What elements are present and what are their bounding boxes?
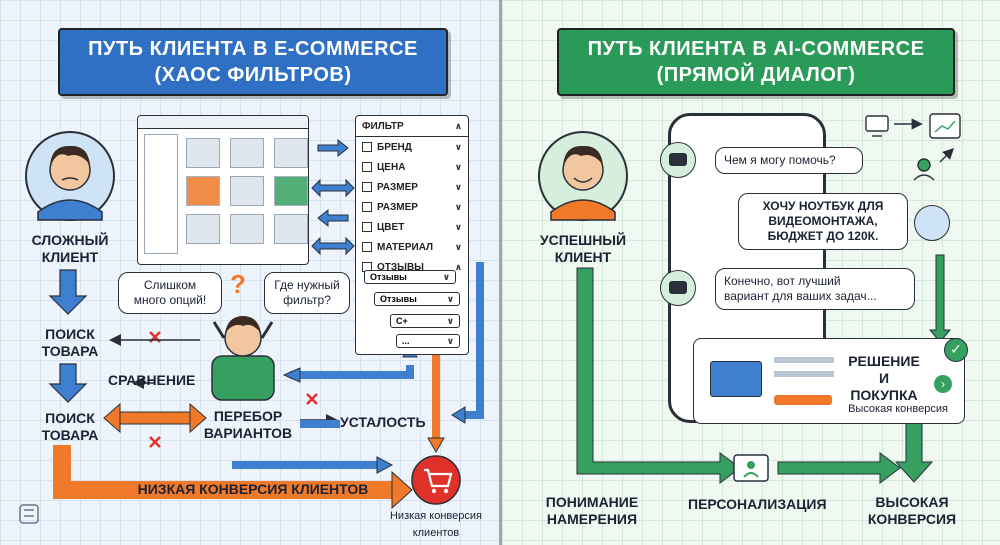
panel-divider xyxy=(499,0,502,545)
product-tile xyxy=(186,214,220,244)
too-many-options-bubble: Слишком много опций! xyxy=(118,272,222,314)
user-message: ХОЧУ НОУТБУК ДЛЯ ВИДЕОМОНТАЖА, БЮДЖЕТ ДО… xyxy=(738,193,908,250)
logo-icon xyxy=(19,504,39,524)
purchase-card[interactable]: РЕШЕНИЕ И ПОКУПКА › Высокая конверсия xyxy=(693,338,965,424)
product-tile xyxy=(274,214,308,244)
chevron-down-icon: ∨ xyxy=(454,221,462,232)
card-title: РЕШЕНИЕ И ПОКУПКА xyxy=(848,353,920,403)
shopping-cart-icon xyxy=(411,455,461,505)
high-conversion-label: ВЫСОКАЯ КОНВЕРСИЯ xyxy=(867,494,957,527)
robot-icon xyxy=(660,142,696,178)
ecommerce-title-line2: (ХАОС ФИЛЬТРОВ) xyxy=(154,64,352,86)
flow-arrows-green xyxy=(576,254,952,484)
intent-understanding-label: ПОНИМАНИЕ НАМЕРЕНИЯ xyxy=(545,494,639,527)
chevron-right-icon[interactable]: › xyxy=(934,375,952,393)
checkbox[interactable] xyxy=(362,222,372,232)
checkbox[interactable] xyxy=(362,142,372,152)
product-tile xyxy=(230,138,264,168)
aicommerce-title-line1: ПУТЬ КЛИЕНТА В AI-COMMERCE xyxy=(587,38,925,60)
flow-arrows-blue xyxy=(48,269,88,403)
dropdown-rating[interactable]: С+∨ xyxy=(390,314,460,328)
bot-message-2: Конечно, вот лучший вариант для ваших за… xyxy=(715,268,915,310)
checkmark-icon: ✓ xyxy=(944,338,968,362)
cart-caption: Низкая конверсия клиентов xyxy=(389,510,482,539)
stressed-person-icon xyxy=(211,316,275,401)
low-conversion-arrow xyxy=(53,445,395,499)
enumeration-label: ПЕРЕБОР ВАРИАНТОВ xyxy=(203,408,293,441)
dropdown-more[interactable]: ...∨ xyxy=(396,334,460,348)
dropdown-reviews[interactable]: Отзывы∨ xyxy=(364,270,456,284)
ecommerce-browser-window xyxy=(137,115,309,265)
chevron-down-icon: ∨ xyxy=(454,161,462,172)
dropdown-reviews-nested[interactable]: Отзывы∨ xyxy=(374,292,460,306)
product-tile xyxy=(274,176,308,206)
checkbox[interactable] xyxy=(362,182,372,192)
product-tile xyxy=(230,176,264,206)
product-tile xyxy=(230,214,264,244)
aicommerce-title-banner: ПУТЬ КЛИЕНТА В AI-COMMERCE (ПРЯМОЙ ДИАЛО… xyxy=(557,28,955,96)
fatigue-label: УСТАЛОСТЬ xyxy=(340,414,426,430)
product-search-label-2: ПОИСК ТОВАРА xyxy=(41,410,99,443)
double-arrow-search-enum xyxy=(103,402,207,434)
confused-client-avatar xyxy=(25,131,115,221)
chevron-up-icon: ∧ xyxy=(454,120,462,131)
successful-client-label: УСПЕШНЫЙ КЛИЕНТ xyxy=(539,232,627,265)
compare-label: СРАВНЕНИЕ xyxy=(108,372,196,388)
filter-item[interactable]: ЦВЕТ∨ xyxy=(356,217,468,237)
chevron-down-icon: ∨ xyxy=(454,141,462,152)
chevron-down-icon: ∨ xyxy=(454,241,462,252)
laptop-icon xyxy=(710,361,762,397)
browser-sidebar xyxy=(144,134,178,254)
checkbox[interactable] xyxy=(362,242,372,252)
chevron-up-icon: ∧ xyxy=(454,261,462,272)
filter-panel: ФИЛЬТР∧ БРЕНД∨ ЦЕНА∨ РАЗМЕР∨ РАЗМЕР∨ ЦВЕ… xyxy=(355,115,469,355)
ecommerce-title-line1: ПУТЬ КЛИЕНТА В E-COMMERCE xyxy=(88,38,418,60)
robot-icon xyxy=(660,270,696,306)
user-avatar xyxy=(914,205,950,241)
successful-client-avatar xyxy=(538,131,628,221)
complex-client-label: СЛОЖНЫЙ КЛИЕНТ xyxy=(31,232,109,265)
card-subtitle: Высокая конверсия xyxy=(848,403,948,415)
filter-item[interactable]: РАЗМЕР∨ xyxy=(356,197,468,217)
question-mark-icon: ? xyxy=(230,269,246,299)
ecommerce-title-banner: ПУТЬ КЛИЕНТА В E-COMMERCE (ХАОС ФИЛЬТРОВ… xyxy=(58,28,448,96)
browser-filter-arrows xyxy=(311,138,355,256)
product-tile xyxy=(186,176,220,206)
chevron-down-icon: ∨ xyxy=(454,201,462,212)
filter-item[interactable]: МАТЕРИАЛ∨ xyxy=(356,237,468,257)
aicommerce-title-line2: (ПРЯМОЙ ДИАЛОГ) xyxy=(656,64,856,86)
browser-titlebar xyxy=(138,116,308,129)
checkbox[interactable] xyxy=(362,202,372,212)
product-tile xyxy=(274,138,308,168)
product-search-label-1: ПОИСК ТОВАРА xyxy=(41,326,99,359)
product-tile xyxy=(186,138,220,168)
buy-button[interactable] xyxy=(774,395,832,405)
filter-item[interactable]: РАЗМЕР∨ xyxy=(356,177,468,197)
chevron-down-icon: ∨ xyxy=(454,181,462,192)
low-conversion-bar-label: НИЗКАЯ КОНВЕРСИЯ КЛИЕНТОВ xyxy=(137,481,369,497)
analytics-icons xyxy=(865,113,961,181)
personalization-label: ПЕРСОНАЛИЗАЦИЯ xyxy=(688,496,827,512)
where-filter-bubble: Где нужный фильтр? xyxy=(264,272,350,314)
filter-header: ФИЛЬТР∧ xyxy=(356,116,468,137)
bot-message-1: Чем я могу помочь? xyxy=(715,147,863,174)
filter-item[interactable]: ЦЕНА∨ xyxy=(356,157,468,177)
checkbox[interactable] xyxy=(362,162,372,172)
product-grid xyxy=(186,138,308,244)
personalization-icon xyxy=(733,454,769,482)
filter-item[interactable]: БРЕНД∨ xyxy=(356,137,468,157)
